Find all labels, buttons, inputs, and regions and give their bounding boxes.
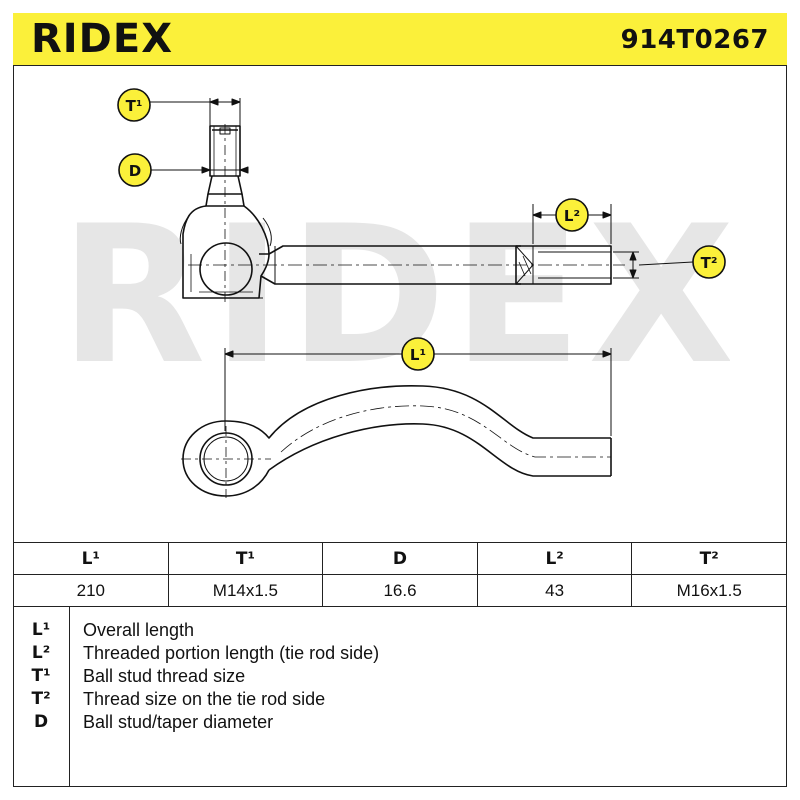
callout-l1-label: L¹	[410, 346, 426, 364]
drawing-canvas: T¹ D L² T² L¹	[117, 88, 726, 498]
callout-l2-label: L²	[564, 207, 580, 225]
spec-value-cell: 210	[13, 574, 169, 607]
legend-item: T¹ Ball stud thread size	[13, 665, 787, 688]
legend-key: T¹	[31, 666, 51, 686]
callout-t2: T²	[692, 245, 726, 279]
spec-header-cell: T¹	[167, 542, 324, 575]
watermark-text: RIDEX	[70, 185, 730, 376]
ball-joint-housing	[179, 205, 272, 299]
dim-d	[151, 166, 249, 174]
legend-text: Ball stud/taper diameter	[83, 712, 274, 732]
legend-key: T²	[31, 689, 51, 709]
legend-item: L¹ Overall length	[13, 619, 787, 642]
legend-text: Thread size on the tie rod side	[83, 689, 326, 709]
dim-t1	[149, 98, 241, 126]
callout-t1: T¹	[117, 88, 151, 122]
callout-t2-label: T²	[701, 254, 718, 272]
spec-value-cell: 16.6	[322, 574, 478, 607]
spec-table: L¹ T¹ D L² T² 210 M14x1.5 16.6 43 M16x1.…	[13, 542, 787, 607]
legend-item: L² Threaded portion length (tie rod side…	[13, 642, 787, 665]
spec-header-row: L¹ T¹ D L² T²	[13, 542, 787, 575]
legend-key: L²	[31, 643, 51, 663]
spec-value-cell: M14x1.5	[167, 574, 324, 607]
watermark-logo: RIDEX	[70, 185, 730, 376]
spec-value-row: 210 M14x1.5 16.6 43 M16x1.5	[13, 574, 787, 607]
legend-text: Overall length	[83, 620, 195, 640]
callout-t1-label: T¹	[126, 97, 143, 115]
callout-d: D	[118, 153, 152, 187]
dim-t2	[613, 251, 694, 279]
spec-value-cell: M16x1.5	[631, 574, 787, 607]
legend: L¹ Overall length L² Threaded portion le…	[13, 607, 787, 787]
spec-value-cell: 43	[476, 574, 633, 607]
header-bar: RIDEX 914T0267	[13, 13, 787, 66]
legend-key: D	[33, 712, 49, 732]
callout-l2: L²	[555, 198, 589, 232]
technical-drawing: RIDEX	[13, 66, 787, 542]
spec-header-cell: L¹	[13, 542, 169, 575]
brand-logo: RIDEX	[31, 16, 174, 62]
legend-text: Ball stud thread size	[83, 666, 246, 686]
side-view-arm	[225, 384, 612, 477]
spec-header-cell: L²	[476, 542, 633, 575]
legend-text: Threaded portion length (tie rod side)	[83, 643, 380, 663]
part-number: 914T0267	[620, 25, 769, 55]
callout-l1: L¹	[401, 337, 435, 371]
spec-header-cell: D	[322, 542, 478, 575]
callout-d-label: D	[129, 162, 141, 180]
legend-key: L¹	[31, 620, 51, 640]
legend-item: T² Thread size on the tie rod side	[13, 688, 787, 711]
legend-divider	[69, 607, 70, 787]
spec-header-cell: T²	[631, 542, 787, 575]
legend-item: D Ball stud/taper diameter	[13, 711, 787, 734]
